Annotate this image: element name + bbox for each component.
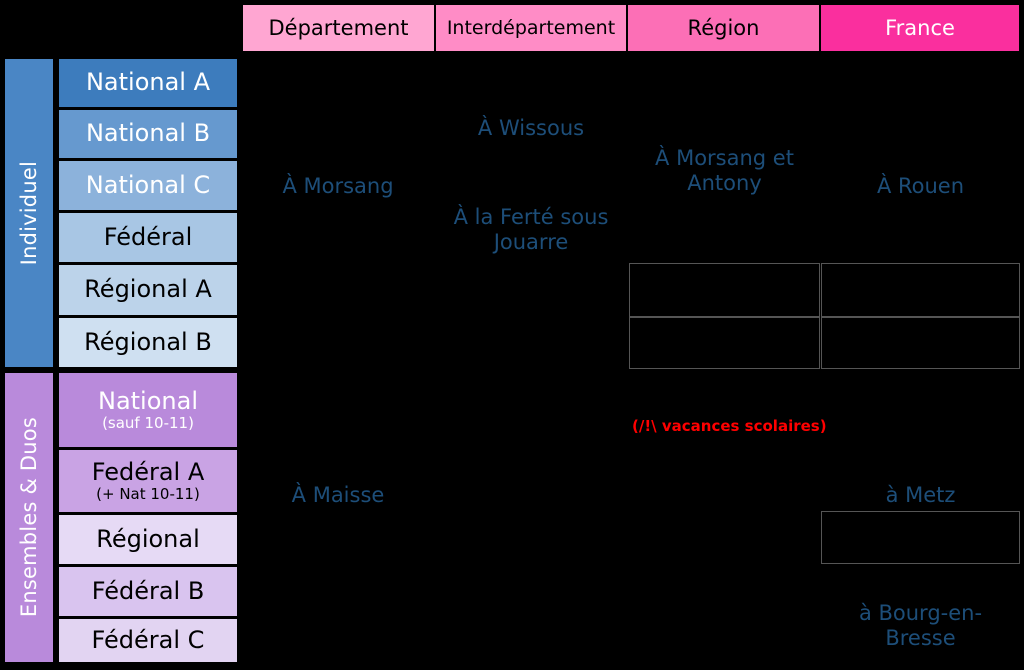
loc-departement-individuel: À Morsang [282,174,394,198]
row-label-text: Régional A [84,275,212,304]
loc-interdep-wissous: À Wissous [477,116,585,140]
row-label-national-ensembles[interactable]: National (sauf 10-11) [57,371,239,449]
row-label-text: National [97,386,198,415]
row-label-regional-ensembles[interactable]: Régional [57,513,239,566]
cell-france-regional-a[interactable] [821,263,1020,317]
row-label-text: Régional B [84,327,212,356]
row-label-federal-a[interactable]: Fedéral A (+ Nat 10-11) [57,448,239,514]
note-vacances-scolaires: (/!\ vacances scolaires) [632,417,827,435]
row-label-text: Régional [96,524,200,553]
row-label-text: Fédéral [103,222,193,251]
row-label-national-a[interactable]: National A [57,57,239,109]
row-label-federal-c[interactable]: Fédéral C [57,617,239,664]
row-label-text: Fedéral A [91,457,205,486]
group-strip-individuel: Individuel [3,57,55,369]
loc-france-bourg-en-bresse: à Bourg-en- Bresse [858,601,983,650]
column-header-region[interactable]: Région [627,3,820,53]
row-label-national-c[interactable]: National C [57,159,239,212]
row-label-subtext: (+ Nat 10-11) [96,484,200,503]
loc-departement-maisse: À Maisse [291,483,385,507]
loc-france-rouen: À Rouen [876,174,965,198]
cell-region-regional-a[interactable] [629,263,820,317]
cell-region-regional-b[interactable] [629,317,820,369]
cell-france-regional-ensembles[interactable] [821,511,1020,564]
row-label-regional-b[interactable]: Régional B [57,316,239,369]
loc-region-morsang-antony: À Morsang et Antony [655,146,794,195]
column-header-france[interactable]: France [820,3,1021,53]
row-label-subtext: (sauf 10-11) [102,413,194,432]
column-header-row: Département Interdépartement Région Fran… [241,3,1021,53]
row-label-text: National C [85,170,211,199]
row-label-federal[interactable]: Fédéral [57,211,239,264]
cell-france-regional-b[interactable] [821,317,1020,369]
row-label-text: Fédéral B [91,576,205,605]
row-label-national-b[interactable]: National B [57,108,239,160]
group-label-ensembles-duos: Ensembles & Duos [17,417,41,618]
row-label-text: National A [85,68,211,97]
loc-france-metz: à Metz [885,483,956,507]
group-label-individuel: Individuel [17,160,41,266]
column-header-departement[interactable]: Département [241,3,435,53]
row-label-text: Fédéral C [91,625,205,654]
group-strip-ensembles-duos: Ensembles & Duos [3,371,55,664]
row-label-federal-b[interactable]: Fédéral B [57,565,239,618]
row-label-regional-a[interactable]: Régional A [57,263,239,317]
column-header-interdepartement[interactable]: Interdépartement [435,3,627,53]
loc-interdep-la-ferte: À la Ferté sous Jouarre [453,205,609,254]
row-label-text: National B [85,119,211,148]
